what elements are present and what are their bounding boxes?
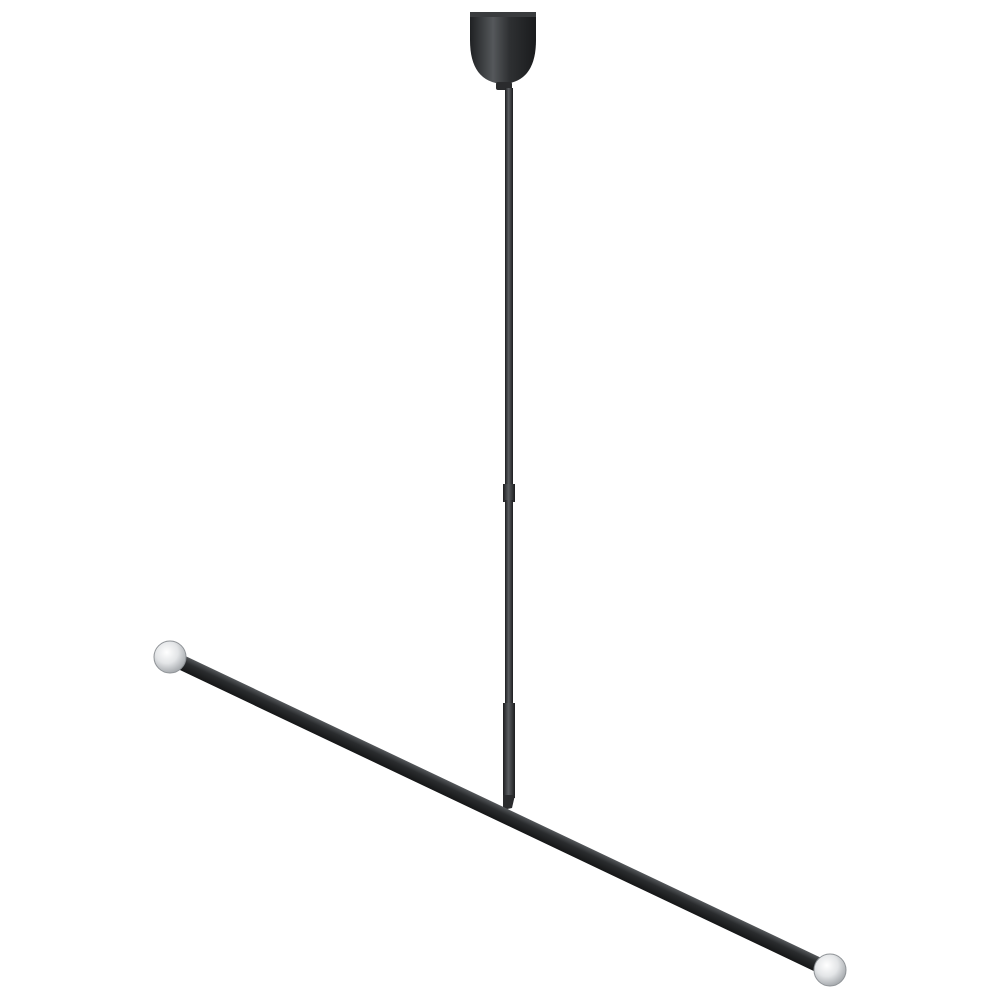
horizontal-light-bar [169,652,832,976]
glass-end-left [153,640,187,674]
glass-end-right [813,953,847,987]
suspension-rod [503,88,515,810]
ceiling-canopy [470,12,536,90]
